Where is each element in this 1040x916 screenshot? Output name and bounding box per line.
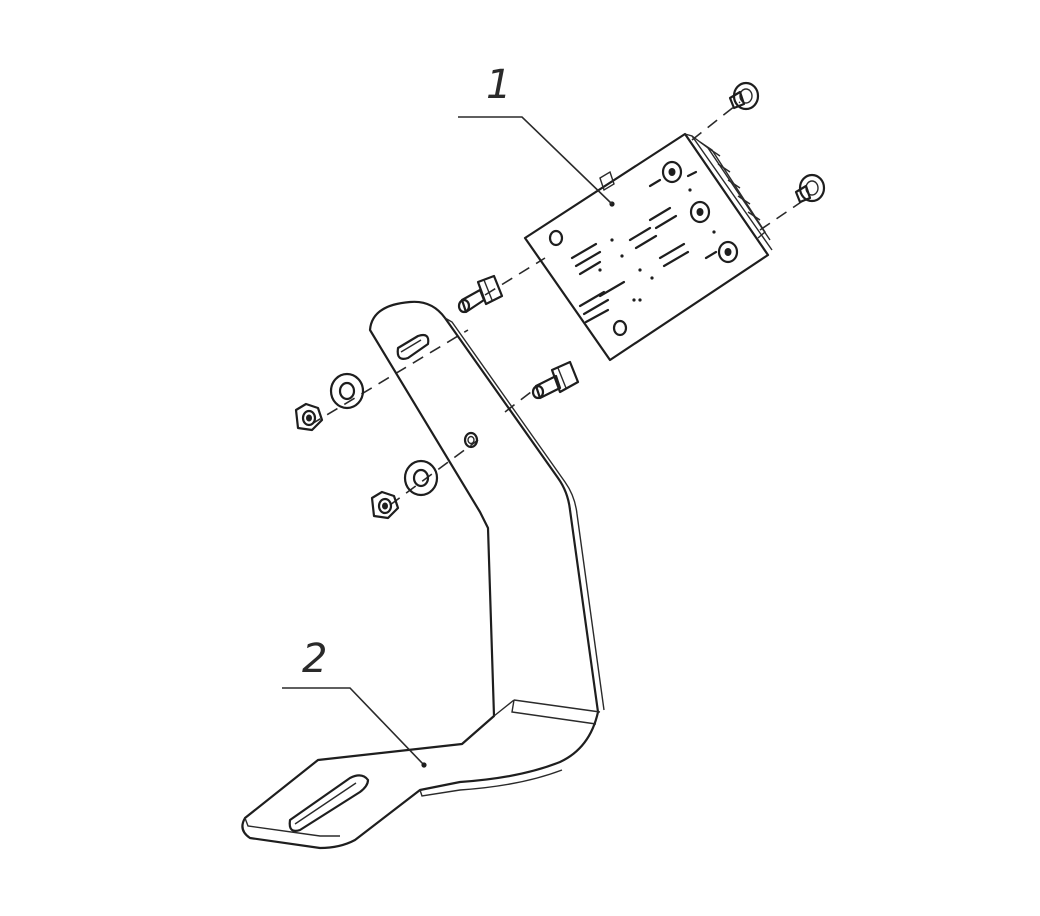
screw-lower [794, 173, 826, 204]
nut-lower [370, 490, 400, 520]
standoff-upper [457, 274, 504, 314]
screw-upper [728, 81, 760, 111]
bracket-foot-slot [288, 774, 370, 832]
callout-number-1: 1 [486, 62, 511, 108]
standoff-lower [531, 360, 580, 400]
assembly-axes [309, 101, 811, 506]
bracket-hole [463, 431, 479, 449]
edge-connector [699, 141, 766, 239]
washer-lower [403, 459, 439, 497]
bracket-top-slot [396, 333, 430, 360]
bracket-part-2 [241, 300, 605, 850]
washer-upper [329, 372, 365, 410]
nut-upper [294, 402, 324, 432]
circuit-board-part-1 [523, 132, 773, 362]
callout-number-2: 2 [302, 636, 327, 682]
callout-1: 1 [458, 62, 613, 205]
board-components [570, 160, 739, 324]
callout-2: 2 [282, 636, 427, 768]
